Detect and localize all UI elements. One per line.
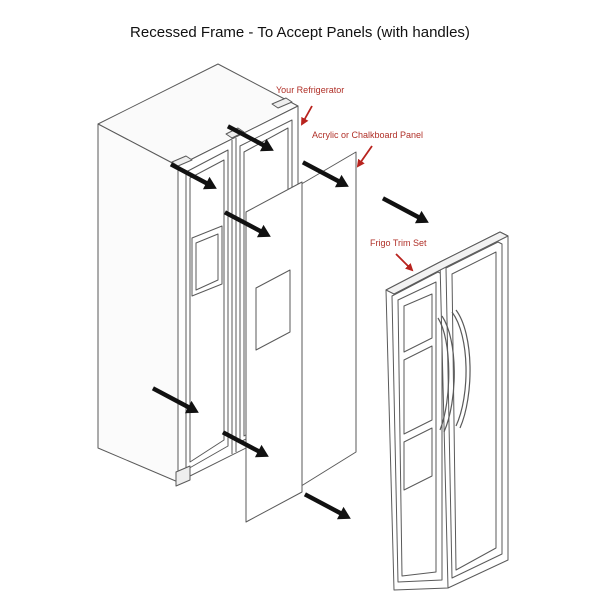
acrylic-panels-illustration: [245, 151, 357, 523]
assembly-arrow: [381, 196, 429, 224]
callout-trim: Frigo Trim Set: [370, 238, 427, 248]
assembly-arrow: [169, 162, 217, 190]
callout-panel: Acrylic or Chalkboard Panel: [312, 130, 424, 140]
assembly-arrow: [303, 492, 351, 520]
callout-arrows: [301, 105, 414, 272]
callout-refrigerator: Your Refrigerator: [276, 85, 345, 95]
assembly-arrow: [301, 160, 349, 188]
assembly-arrow: [223, 210, 271, 238]
assembly-arrow: [221, 430, 269, 458]
diagram-title: Recessed Frame - To Accept Panels (with …: [130, 24, 470, 41]
callout-arrow-trim: [395, 253, 414, 272]
callout-arrow-panel: [356, 145, 373, 168]
assembly-arrows: [151, 124, 429, 520]
assembly-arrow: [151, 386, 199, 414]
callout-arrow-refrigerator: [301, 105, 313, 126]
assembly-arrow: [226, 124, 274, 152]
trim-set-illustration: [385, 231, 509, 591]
